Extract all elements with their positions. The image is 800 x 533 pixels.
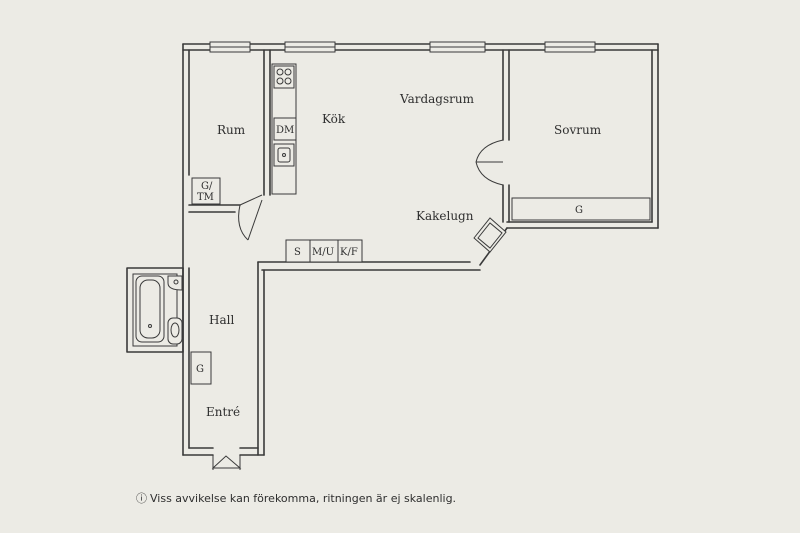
room-label-kakelugn: Kakelugn <box>416 209 474 223</box>
fixture-label-g-sovrum: G <box>575 205 583 216</box>
fixture-label-dm: DM <box>276 125 294 136</box>
hall-wardrobe <box>190 351 212 385</box>
bedroom-door <box>475 139 504 186</box>
fixture-label-kf: K/F <box>340 247 358 258</box>
inner-walls <box>188 49 510 223</box>
fixture-label-g-hall: G <box>196 364 204 375</box>
room-label-hall: Hall <box>209 313 234 327</box>
fixture-label-gtm-2: TM <box>197 192 214 203</box>
room-label-rum: Rum <box>217 123 246 137</box>
kitchen-counter <box>271 63 297 195</box>
appliance-row <box>285 239 363 263</box>
gtm-box <box>191 177 221 205</box>
entrance-marker <box>211 455 242 470</box>
outer-walls <box>182 43 659 456</box>
bathroom <box>126 267 184 353</box>
fixture-label-gtm-1: G/ <box>201 181 213 192</box>
room-label-entre: Entré <box>206 405 240 419</box>
kakelugn-stove <box>473 217 507 253</box>
sovrum-wardrobe <box>511 197 651 221</box>
rum-door <box>238 194 263 241</box>
info-circle-icon: ⓘ <box>136 492 147 505</box>
room-label-kok: Kök <box>322 112 346 126</box>
windows <box>209 41 596 53</box>
fixture-label-mu: M/U <box>312 247 334 258</box>
room-label-vardagsrum: Vardagsrum <box>399 92 475 106</box>
room-label-sovrum: Sovrum <box>554 123 602 137</box>
disclaimer-text: Viss avvikelse kan förekomma, ritningen … <box>150 492 457 505</box>
fixture-label-s: S <box>294 247 301 258</box>
